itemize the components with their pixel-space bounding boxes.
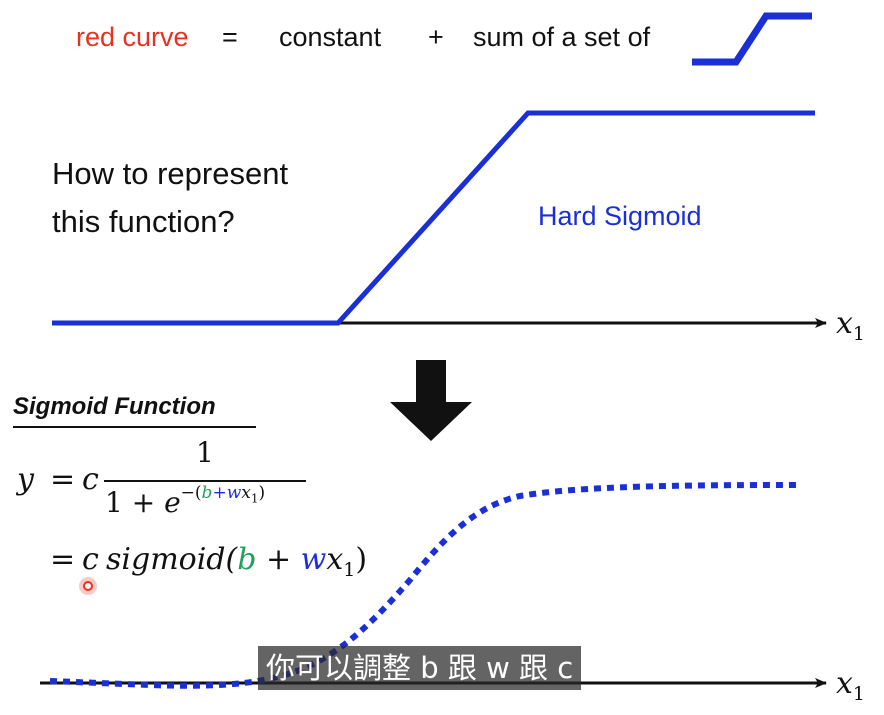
sigmoid-curve — [49, 482, 801, 689]
sigmoid-function-title: Sigmoid Function — [13, 393, 216, 420]
down-arrow-icon — [390, 360, 472, 441]
question-text: How to represent this function? — [52, 156, 289, 239]
eq1-equals: = — [50, 462, 76, 497]
eq1-y: y — [17, 462, 34, 497]
hard-sigmoid-label: Hard Sigmoid — [538, 201, 702, 231]
video-subtitle: 你可以調整 b 跟 w 跟 c — [258, 646, 582, 690]
equals-sign: = — [222, 22, 238, 52]
hard-sigmoid-curve — [52, 110, 815, 326]
eq2-sigmoid-expression: sigmoid(b + wx1) — [106, 542, 368, 581]
eq2-equals: = — [50, 542, 76, 577]
eq1-numerator: 1 — [196, 436, 214, 469]
hard-sigmoid-mini-icon — [692, 12, 812, 66]
eq1-c: c — [82, 462, 99, 497]
eq2-c: c — [82, 542, 99, 577]
sum-text: sum of a set of — [473, 22, 651, 52]
fraction-bar — [104, 480, 306, 482]
constant-label: constant — [279, 22, 382, 52]
title-underline — [13, 426, 256, 428]
cursor-pointer-icon — [79, 577, 97, 595]
plus-sign: + — [428, 22, 444, 52]
top-axis-label: x1 — [836, 306, 866, 345]
bottom-axis-label: x1 — [836, 666, 866, 705]
eq1-denominator: 1 + e−(b+wx1) — [105, 483, 266, 519]
red-curve-label: red curve — [76, 22, 189, 52]
